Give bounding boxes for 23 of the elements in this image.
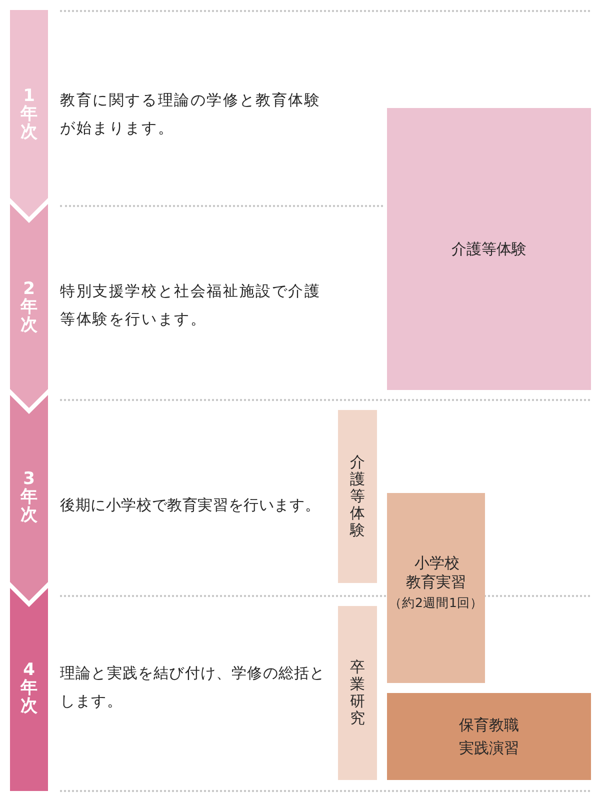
description-text: 教育に関する理論の学修と教育体験が始まります。 xyxy=(60,90,322,139)
year-label: 2年次 xyxy=(20,280,38,334)
description-text: 特別支援学校と社会福祉施設で介護等体験を行います。 xyxy=(60,281,322,330)
activity-label: 介護等体験 xyxy=(452,240,526,258)
duration-note: （約2週間1回） xyxy=(389,594,483,612)
vertical-activity-bar xyxy=(338,410,377,583)
vertical-activity-bar xyxy=(338,606,377,780)
description-text: 後期に小学校で教育実習を行います。 xyxy=(60,495,322,516)
description-text: 理論と実践を結び付け、学修の総括とします。 xyxy=(60,663,326,712)
activity-box xyxy=(387,493,485,683)
activity-label: 保育教職実践演習 xyxy=(458,714,520,758)
activity-label: 卒業研究 xyxy=(350,659,365,727)
activity-box xyxy=(387,693,591,780)
year-label: 3年次 xyxy=(20,470,38,524)
year-label: 4年次 xyxy=(20,661,38,715)
year-segment xyxy=(10,204,48,408)
activity-label: 介護等体験 xyxy=(350,454,365,539)
activity-label: 小学校教育実習 xyxy=(406,554,466,592)
activity-box xyxy=(387,108,591,390)
year-segment xyxy=(10,10,48,217)
year-segment xyxy=(10,588,48,791)
year-label: 1年次 xyxy=(20,87,38,141)
year-segment xyxy=(10,395,48,601)
